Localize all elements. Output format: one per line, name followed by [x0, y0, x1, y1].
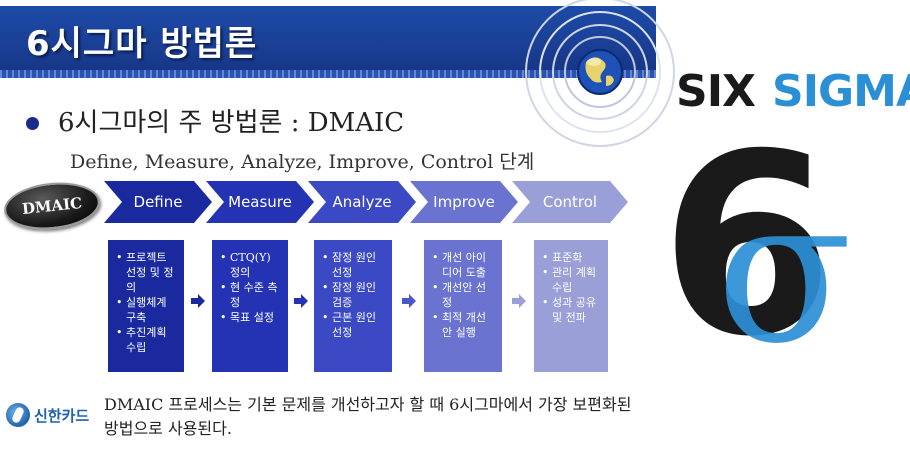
company-logo: 신한카드: [6, 403, 89, 427]
numeral-six: 6: [660, 120, 834, 360]
list-item: 개선 아이디어 도출: [432, 250, 496, 280]
title-stripe: [0, 70, 656, 78]
sigma-word: SIGMA: [772, 66, 910, 117]
phase-label: Analyze: [332, 193, 392, 211]
arrow-right-icon: [402, 294, 416, 308]
six-sigma-mark: 6 σ: [660, 120, 853, 360]
phase-control: Control: [512, 181, 628, 223]
list-item: 잠정 원인 검증: [322, 280, 386, 310]
list-item: 성과 공유 및 전파: [542, 295, 602, 325]
phase-label: Define: [133, 193, 183, 211]
globe-icon: [525, 0, 675, 147]
phase-improve: Improve: [410, 181, 518, 223]
subheading: Define, Measure, Analyze, Improve, Contr…: [70, 151, 535, 173]
six-word: SIX: [676, 66, 756, 117]
list-item: 추진계획 수립: [116, 325, 178, 355]
list-item: 실행체계 구축: [116, 295, 178, 325]
list-item: 개선안 선정: [432, 280, 496, 310]
measure-box: CTQ(Y) 정의 현 수준 측정 목표 설정: [212, 240, 288, 372]
list-item: 목표 설정: [220, 310, 282, 325]
analyze-box: 잠정 원인 선정 잠정 원인 검증 근본 원인 선정: [314, 240, 392, 372]
arrow-right-icon: [191, 294, 205, 308]
list-item: 잠정 원인 선정: [322, 250, 386, 280]
phase-label: Improve: [433, 193, 495, 211]
phase-label: Measure: [228, 193, 292, 211]
shinhan-logo-icon: [6, 403, 30, 427]
heading-bullet: [26, 117, 39, 130]
list-item: 현 수준 측정: [220, 280, 282, 310]
heading: 6시그마의 주 방법론 : DMAIC: [58, 108, 405, 138]
control-box: 표준화 관리 계획 수립 성과 공유 및 전파: [534, 240, 608, 372]
list-item: 최적 개선안 실행: [432, 310, 496, 340]
footer-text: DMAIC 프로세스는 기본 문제를 개선하고자 할 때 6시그마에서 가장 보…: [104, 395, 632, 438]
list-item: CTQ(Y) 정의: [220, 250, 282, 280]
phase-define: Define: [104, 181, 212, 223]
phase-label: Control: [542, 193, 598, 211]
list-item: 표준화: [542, 250, 602, 265]
title-bar: 6시그마 방법론: [0, 6, 656, 78]
sigma-symbol: σ: [716, 155, 853, 360]
improve-box: 개선 아이디어 도출 개선안 선정 최적 개선안 실행: [424, 240, 502, 372]
phase-measure: Measure: [206, 181, 314, 223]
list-item: 프로젝트 선정 및 정의: [116, 250, 178, 295]
dmaic-badge: DMAIC: [1, 178, 103, 234]
list-item: 근본 원인 선정: [322, 310, 386, 340]
arrow-right-icon: [512, 294, 526, 308]
arrow-right-icon: [294, 294, 308, 308]
slide-title: 6시그마 방법론: [26, 24, 258, 64]
define-box: 프로젝트 선정 및 정의 실행체계 구축 추진계획 수립: [108, 240, 184, 372]
list-item: 관리 계획 수립: [542, 265, 602, 295]
phase-analyze: Analyze: [308, 181, 416, 223]
company-logo-text: 신한카드: [34, 406, 90, 425]
